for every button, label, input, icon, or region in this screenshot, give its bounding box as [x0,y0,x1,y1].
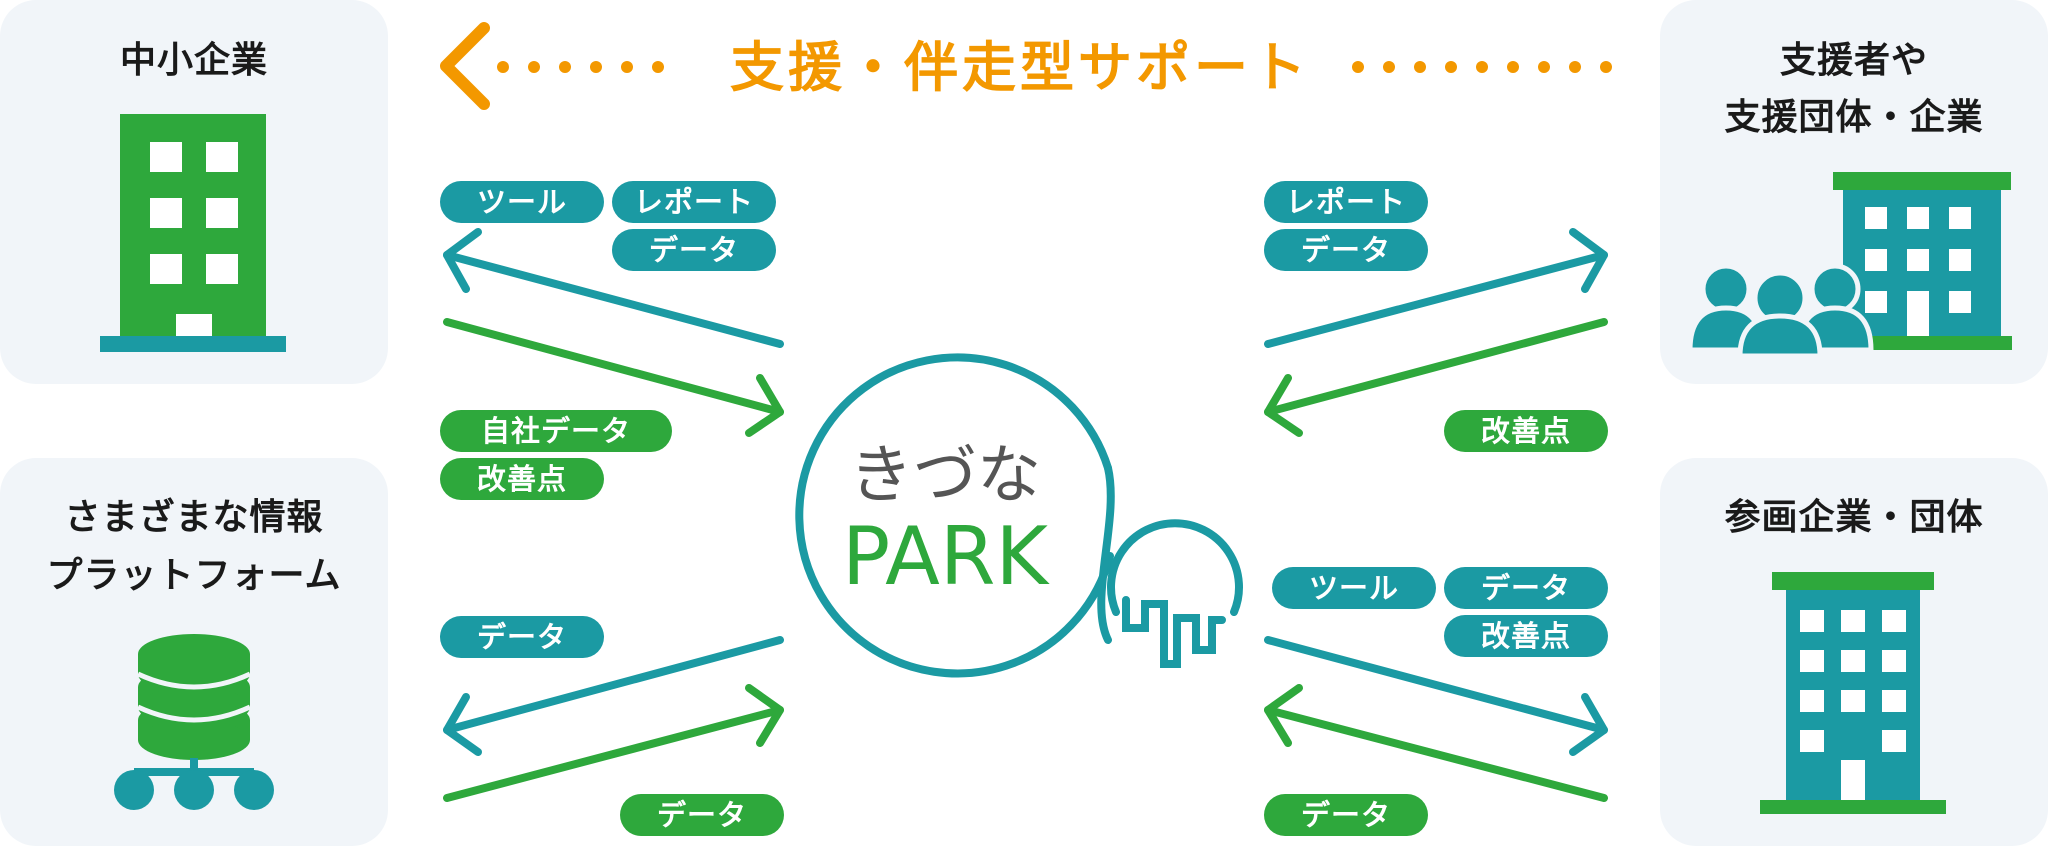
banner-arrow [440,22,1612,110]
office-building-icon [100,114,286,352]
banner-title: 支援・伴走型サポート [730,36,1310,99]
pill-improve-br: 改善点 [1444,615,1608,657]
pill-data-bl-top: データ [440,616,604,658]
arrow-park-to-platforms [443,636,784,756]
logo-city-skyline [1122,596,1226,668]
logo-circle [795,353,1114,678]
pill-report-tr: レポート [1264,181,1428,223]
banner-dots-right [1352,61,1612,73]
pill-improve-ml: 改善点 [440,458,604,500]
database-network-icon [114,634,274,810]
pill-tool-br: ツール [1272,567,1436,609]
arrow-sme-to-park [443,318,784,437]
logo-swoosh [1097,464,1115,644]
banner-dots-left [497,61,664,73]
logo-text-park: PARK [842,510,1048,603]
panel-title-supporters-line2: 支援団体・企業 [1724,97,1984,138]
logo-small-arc [1107,519,1243,616]
pill-tool-tl: ツール [440,181,604,223]
pill-data-bl-bottom: データ [620,794,784,836]
pill-data-br-bottom: データ [1264,794,1428,836]
arrow-participants-to-park [1264,684,1608,802]
pill-improve-mr: 改善点 [1444,410,1608,452]
arrow-park-to-sme [443,228,784,348]
people-and-building-icon [1687,172,2012,359]
pill-data-tr: データ [1264,229,1428,271]
banner-arrowhead [440,22,490,110]
pill-data-tl: データ [612,229,776,271]
panel-platforms: さまざまな情報 プラットフォーム [0,458,388,846]
panel-title-platforms-line2: プラットフォーム [46,555,342,596]
logo-text-kizuna: きづな [849,439,1041,513]
kizuna-park-logo [795,353,1243,678]
pill-report-tl: レポート [612,181,776,223]
pill-own-data: 自社データ [440,410,672,452]
arrow-park-to-supporters [1264,228,1608,348]
arrow-park-to-participants [1264,636,1608,756]
panel-title-participants: 参画企業・団体 [1724,497,1984,538]
panel-title-sme: 中小企業 [119,40,268,81]
panel-title-platforms-line1: さまざまな情報 [64,497,324,538]
tall-building-icon [1760,572,1946,814]
arrow-supporters-to-park [1264,318,1608,437]
pill-data-br: データ [1444,567,1608,609]
panel-title-supporters-line1: 支援者や [1779,40,1928,81]
arrow-platforms-to-park [443,684,784,802]
